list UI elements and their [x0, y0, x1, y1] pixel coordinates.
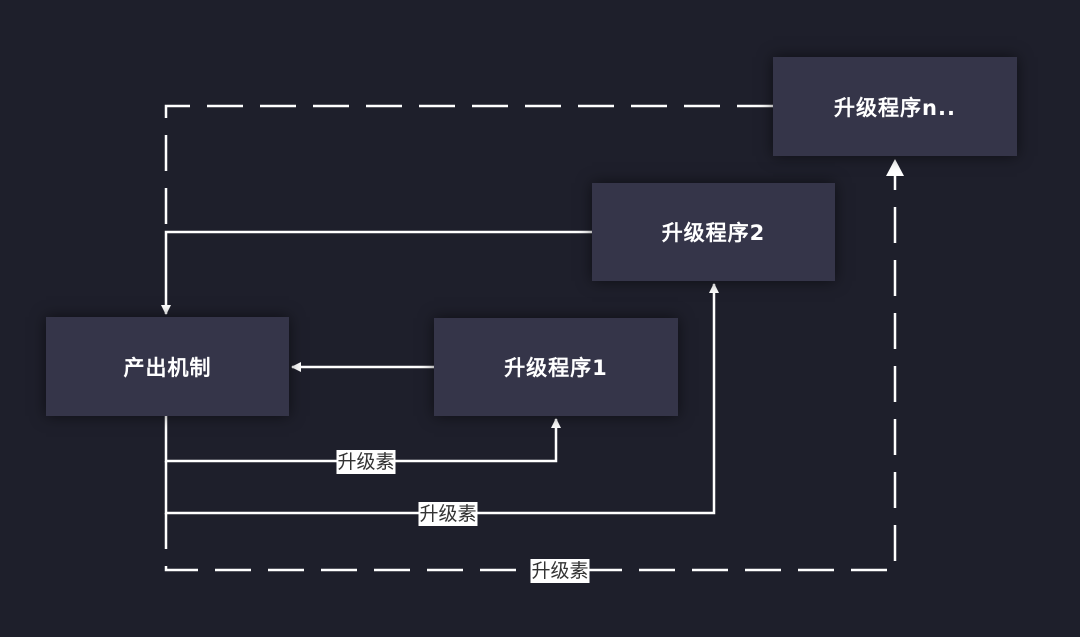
edge-upg2-to-output	[161, 230, 592, 315]
node-label: 产出机制	[123, 355, 212, 380]
edge-label: 升级素	[418, 502, 478, 526]
node-label: 升级程序2	[661, 221, 766, 245]
node-upgn: 升级程序n..	[773, 57, 1017, 156]
edge-upgn-to-output	[164, 104, 773, 232]
node-upg2: 升级程序2	[592, 183, 835, 281]
node-label: 升级程序1	[504, 356, 608, 380]
edge-label: 升级素	[530, 559, 590, 583]
node-label: 升级程序n..	[834, 95, 956, 120]
node-upg1: 升级程序1	[434, 318, 678, 416]
edge-output-to-upgn	[164, 175, 897, 572]
edge-label: 升级素	[336, 450, 396, 474]
node-output: 产出机制	[46, 317, 289, 416]
arrowhead-upgn	[886, 159, 904, 176]
